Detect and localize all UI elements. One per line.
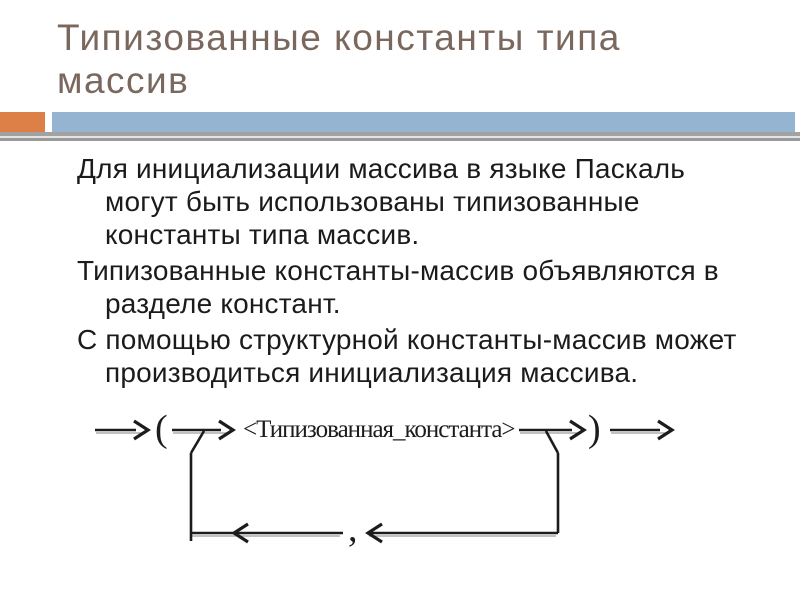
- paragraph-2-line-2: разделе констант.: [105, 288, 341, 319]
- body-text: Для инициализации массива в языке Паскал…: [77, 152, 777, 392]
- railroad-svg: ( <Типизованная_константа>: [95, 408, 675, 550]
- divider-rule-top: [0, 132, 800, 136]
- loop-bottom-right-arrow: [365, 522, 558, 544]
- paragraph-2: Типизованные константы-массив объявляютс…: [77, 254, 777, 320]
- exit-arrow: [610, 419, 675, 441]
- node-label: <Типизованная_константа>: [243, 416, 515, 443]
- loop-bottom-left-arrow: [191, 522, 343, 544]
- paragraph-3: С помощью структурной константы-массив м…: [77, 323, 777, 389]
- slide-title: Типизованные константы типа массив: [57, 16, 777, 102]
- paragraph-3-line-1: С помощью структурной константы-массив м…: [77, 324, 737, 355]
- close-paren-symbol: ): [588, 408, 601, 450]
- entry-arrow: [95, 419, 151, 441]
- paragraph-3-line-2: производиться инициализация массива.: [105, 357, 639, 388]
- loop-right-branch: [544, 430, 560, 533]
- open-paren-symbol: (: [155, 408, 168, 450]
- accent-bar-orange: [0, 112, 45, 132]
- paragraph-1-line-1: Для инициализации массива в языке Паскал…: [77, 153, 686, 184]
- divider-rule-bottom: [0, 138, 800, 141]
- divider-rule-gap: [0, 136, 800, 138]
- accent-bar-blue: [52, 112, 795, 132]
- slide-title-line-2: массив: [57, 60, 190, 101]
- loop-separator-comma: ,: [348, 508, 358, 550]
- paragraph-1-line-3: константы типа массив.: [105, 219, 420, 250]
- slide-title-line-1: Типизованные константы типа: [57, 17, 621, 58]
- paragraph-1: Для инициализации массива в языке Паскал…: [77, 152, 777, 251]
- inner-left-arrow: [172, 419, 236, 441]
- syntax-railroad-diagram: ( <Типизованная_константа>: [0, 388, 700, 563]
- loop-left-branch: [189, 430, 206, 541]
- inner-right-arrow: [519, 419, 587, 441]
- paragraph-2-line-1: Типизованные константы-массив объявляютс…: [77, 255, 719, 286]
- paragraph-1-line-2: могут быть использованы типизованные: [105, 186, 640, 217]
